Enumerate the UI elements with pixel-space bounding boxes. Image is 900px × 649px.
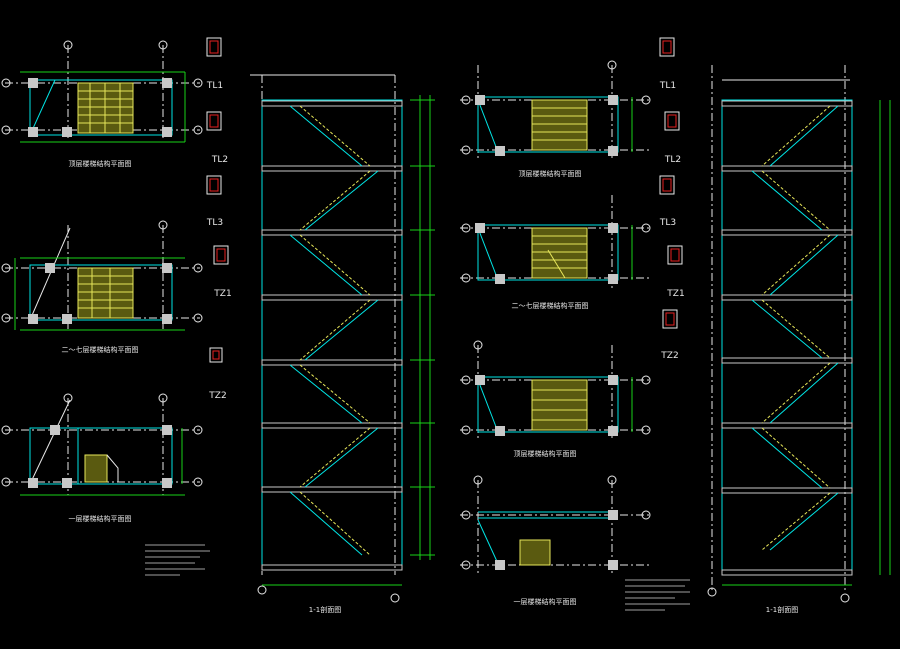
- section-left-title: 1-1剖面图: [309, 605, 341, 614]
- beam-label-tl2-left: TL2: [211, 155, 228, 165]
- plan-top-left-title: 顶层楼梯结构平面图: [69, 159, 132, 168]
- plan-low-right-title: 顶层楼梯结构平面图: [514, 449, 577, 458]
- beam-label-tl1-right: TL1: [659, 81, 676, 91]
- plan-low-right: [460, 340, 651, 440]
- plan-bot-left: [1, 393, 203, 496]
- plan-top-right: [460, 60, 651, 160]
- notes-left: [145, 544, 210, 576]
- beam-details-right: [659, 37, 683, 329]
- notes-right: [625, 579, 690, 611]
- plan-mid-right-title: 二～七层楼梯结构平面图: [512, 301, 589, 310]
- beam-label-tz1-right: TZ1: [666, 289, 684, 299]
- plan-top-right-title: 顶层楼梯结构平面图: [519, 169, 582, 178]
- beam-label-tl3-left: TL3: [206, 218, 223, 228]
- section-right: [707, 65, 891, 603]
- plan-bot-right: [460, 475, 651, 575]
- beam-label-tz2-left: TZ2: [208, 391, 226, 401]
- plan-bot-right-title: 一层楼梯结构平面图: [514, 597, 577, 606]
- plan-mid-right: [460, 195, 651, 288]
- beam-label-tl3-right: TL3: [659, 218, 676, 228]
- beam-label-tl1-left: TL1: [206, 81, 223, 91]
- plan-mid-left: [1, 220, 203, 331]
- beam-details-left: [206, 37, 229, 363]
- plan-mid-left-title: 二～七层楼梯结构平面图: [62, 345, 139, 354]
- beam-label-tz1-left: TZ1: [213, 289, 231, 299]
- plan-top-left: [1, 40, 203, 143]
- section-right-title: 1-1剖面图: [766, 605, 798, 614]
- section-left: [250, 74, 435, 603]
- plan-bot-left-title: 一层楼梯结构平面图: [69, 514, 132, 523]
- beam-label-tz2-right: TZ2: [660, 351, 678, 361]
- beam-label-tl2-right: TL2: [664, 155, 681, 165]
